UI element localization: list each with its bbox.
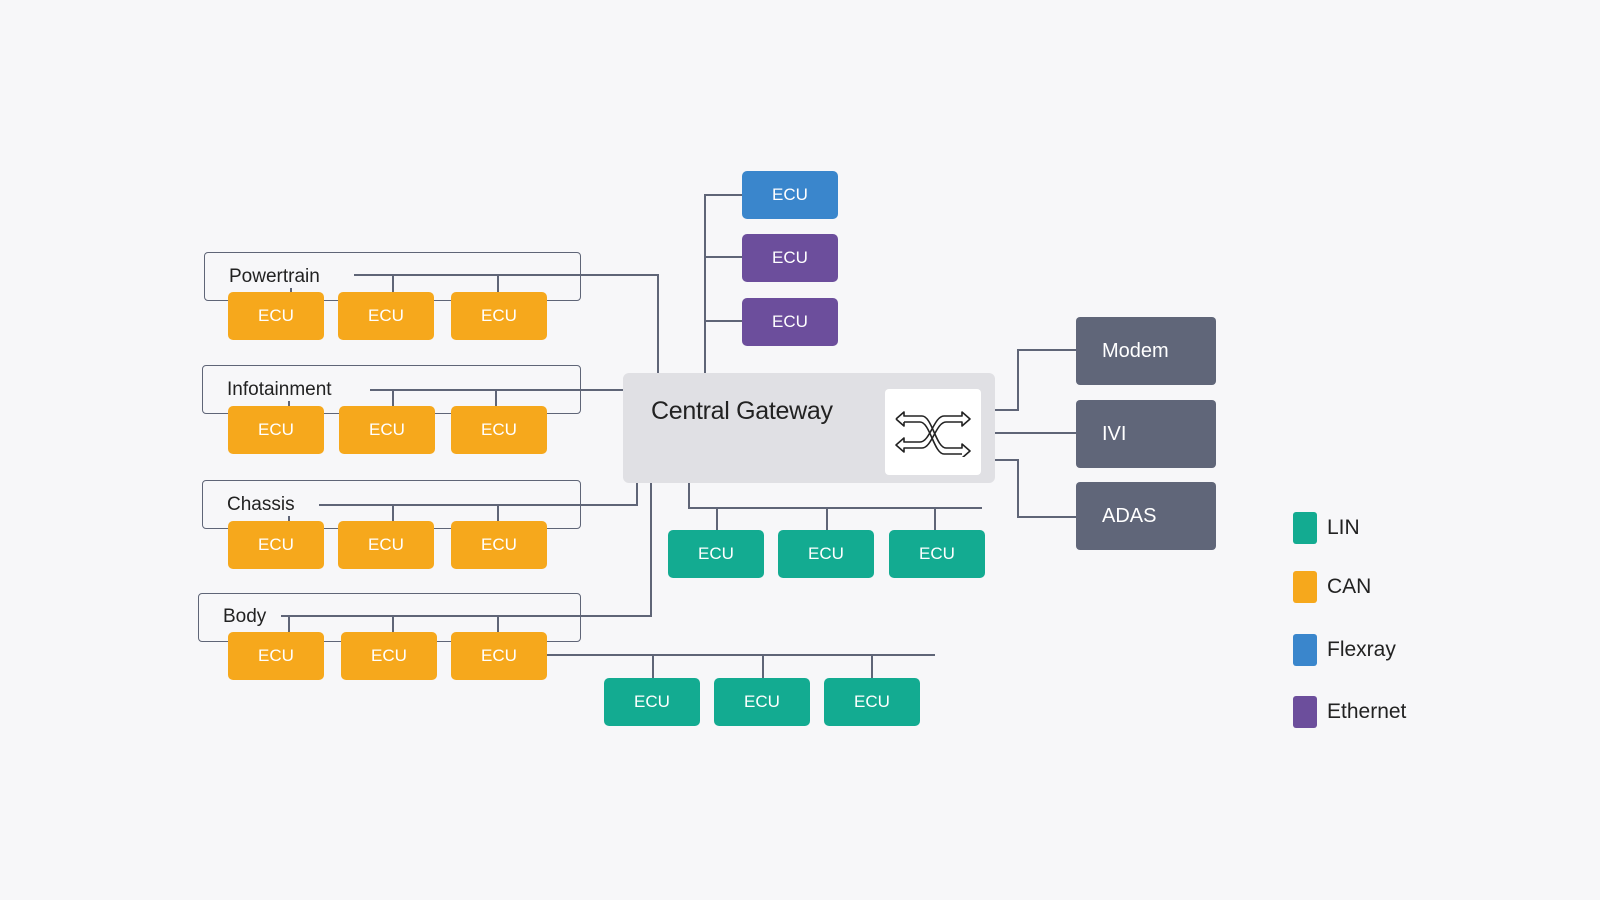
chassis-ecu-2[interactable]: ECU (338, 521, 434, 569)
body-ecu-1[interactable]: ECU (228, 632, 324, 680)
legend-label-lin: LIN (1327, 516, 1360, 539)
legend-swatch-lin (1293, 512, 1317, 544)
body-bus-line (281, 483, 652, 617)
ivi-box[interactable]: IVI (1076, 400, 1216, 468)
chassis-ecu-3[interactable]: ECU (451, 521, 547, 569)
modem-box[interactable]: Modem (1076, 317, 1216, 385)
chassis-bus-line (319, 483, 638, 506)
gateway-lin-ecu-1[interactable]: ECU (668, 530, 764, 578)
body-ecu-3[interactable]: ECU (451, 632, 547, 680)
infotainment-ecu-3[interactable]: ECU (451, 406, 547, 454)
body-ecu-2[interactable]: ECU (341, 632, 437, 680)
legend-item-can: CAN (1293, 571, 1371, 603)
powertrain-ecu-1[interactable]: ECU (228, 292, 324, 340)
gateway-lin-ecu-2[interactable]: ECU (778, 530, 874, 578)
domain-label-powertrain: Powertrain (227, 266, 322, 288)
gateway-title: Central Gateway (651, 397, 833, 425)
legend-item-flexray: Flexray (1293, 634, 1396, 666)
body-lin-ecu-2[interactable]: ECU (714, 678, 810, 726)
body-lin-ecu-1[interactable]: ECU (604, 678, 700, 726)
central-gateway[interactable]: Central Gateway (623, 373, 995, 483)
infotainment-ecu-1[interactable]: ECU (228, 406, 324, 454)
legend-swatch-ethernet (1293, 696, 1317, 728)
domain-label-chassis: Chassis (225, 494, 297, 516)
adas-box[interactable]: ADAS (1076, 482, 1216, 550)
domain-label-infotainment: Infotainment (225, 379, 334, 401)
adas-link (980, 459, 1076, 518)
powertrain-ecu-3[interactable]: ECU (451, 292, 547, 340)
ethernet-ecu-1[interactable]: ECU (742, 234, 838, 282)
domain-label-body: Body (221, 606, 269, 628)
switch-icon (895, 411, 971, 457)
body-lin-ecu-3[interactable]: ECU (824, 678, 920, 726)
infotainment-ecu-2[interactable]: ECU (339, 406, 435, 454)
legend-item-ethernet: Ethernet (1293, 696, 1406, 728)
legend-label-can: CAN (1327, 575, 1372, 598)
gateway-lin-bus-line (688, 483, 982, 509)
powertrain-ecu-2[interactable]: ECU (338, 292, 434, 340)
legend-swatch-can (1293, 571, 1317, 603)
modem-link (980, 349, 1076, 411)
legend-label-ethernet: Ethernet (1327, 700, 1407, 723)
chassis-ecu-1[interactable]: ECU (228, 521, 324, 569)
legend-item-lin: LIN (1293, 512, 1360, 544)
flexray-ecu[interactable]: ECU (742, 171, 838, 219)
ethernet-ecu-2[interactable]: ECU (742, 298, 838, 346)
legend-label-flexray: Flexray (1327, 638, 1396, 661)
gateway-lin-ecu-3[interactable]: ECU (889, 530, 985, 578)
top-bus-line (704, 194, 742, 373)
switch-icon-box (885, 389, 981, 475)
legend-swatch-flexray (1293, 634, 1317, 666)
powertrain-bus-line (354, 274, 659, 373)
